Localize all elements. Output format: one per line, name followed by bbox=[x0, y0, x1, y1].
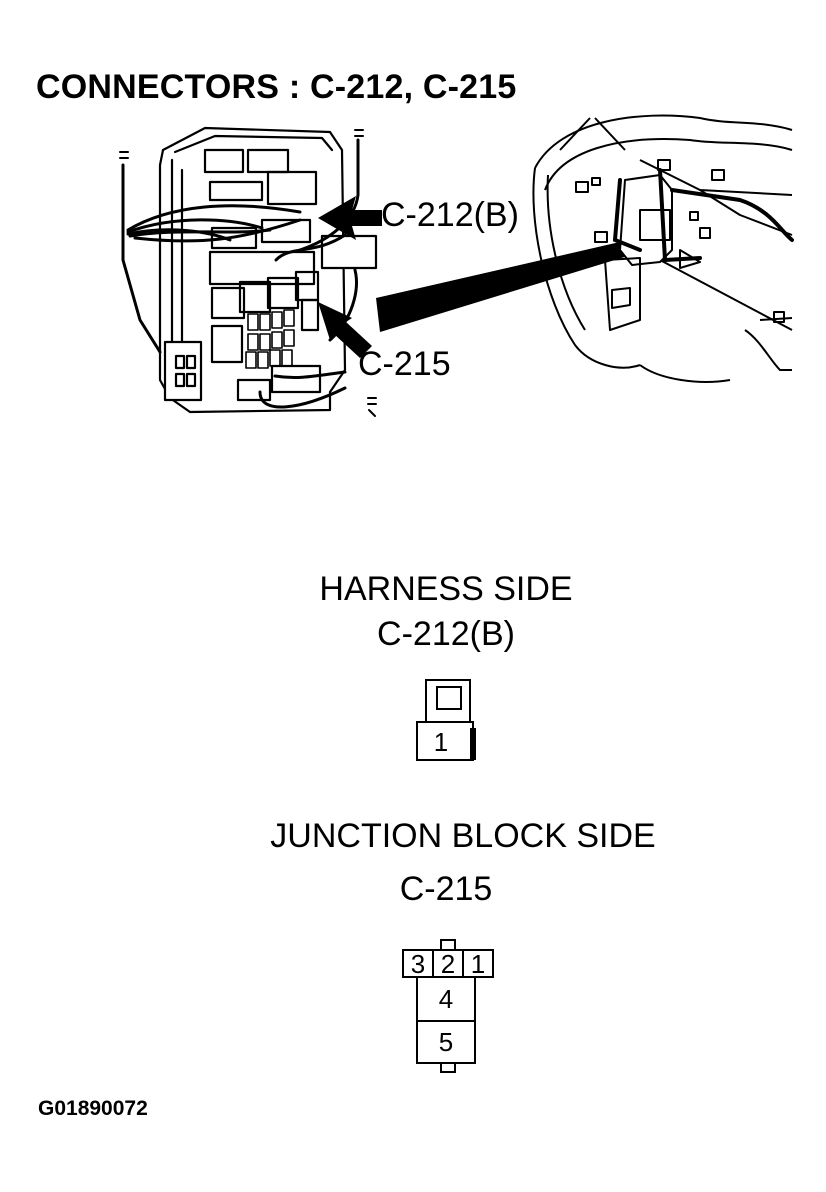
junction-side-code: C-215 bbox=[399, 870, 493, 908]
wire-harness bbox=[121, 138, 360, 409]
callout-c215-label: C-215 bbox=[358, 345, 451, 383]
arrow-c212 bbox=[318, 196, 382, 240]
dash-wiring bbox=[612, 168, 794, 263]
junction-connector bbox=[402, 939, 494, 1073]
fuse-grid bbox=[245, 309, 295, 369]
junction-block-body bbox=[158, 126, 378, 414]
junction-pin-4: 4 bbox=[438, 984, 454, 1014]
pointer-wedge bbox=[376, 236, 654, 332]
arrow-c215 bbox=[318, 302, 372, 358]
wire-ends bbox=[119, 129, 377, 417]
junction-pin-3: 3 bbox=[410, 949, 426, 979]
junction-pin-5: 5 bbox=[438, 1027, 454, 1057]
junction-side-heading: JUNCTION BLOCK SIDE bbox=[270, 817, 656, 855]
harness-side-code: C-212(B) bbox=[377, 615, 515, 653]
harness-connector bbox=[416, 679, 476, 761]
harness-side-heading: HARNESS SIDE bbox=[319, 570, 573, 608]
page-title: CONNECTORS : C-212, C-215 bbox=[36, 68, 517, 106]
harness-pin-1: 1 bbox=[433, 727, 449, 757]
figure-id: G01890072 bbox=[38, 1097, 148, 1120]
junction-pin-1: 1 bbox=[470, 949, 486, 979]
callout-c212-label: C-212(B) bbox=[381, 196, 519, 234]
junction-pin-2: 2 bbox=[440, 949, 456, 979]
